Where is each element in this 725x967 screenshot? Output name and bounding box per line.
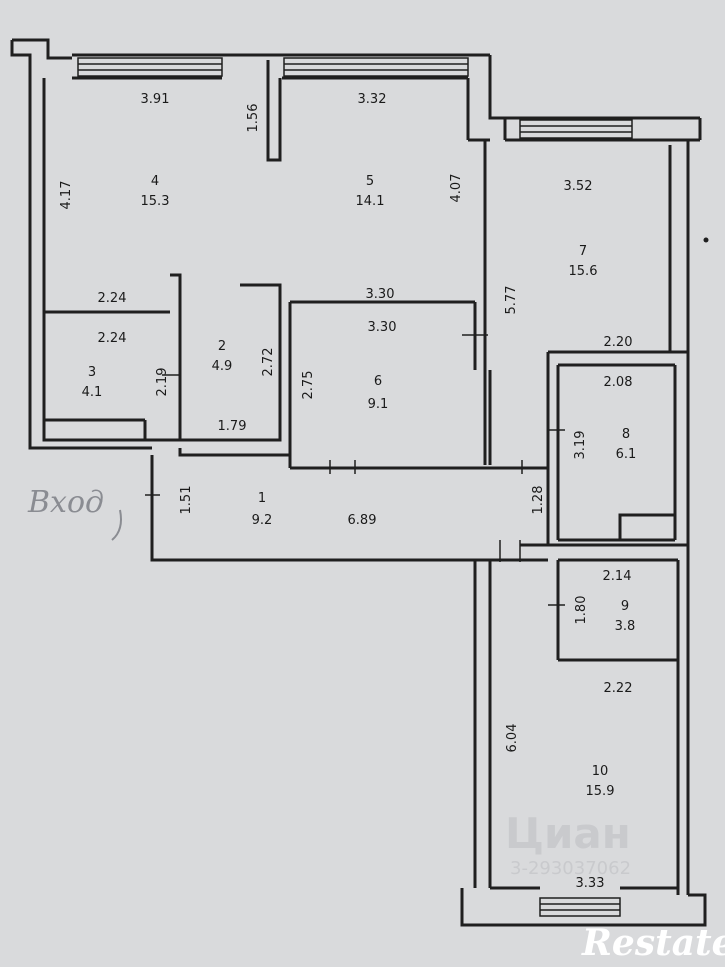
room-5-area: 14.1 [356,194,385,209]
room-3-area: 4.1 [82,385,103,400]
watermark-text: Циан [505,809,631,858]
dimension-label: 2.14 [603,569,632,584]
room-1-number: 1 [258,491,266,506]
room-8-area: 6.1 [616,447,637,462]
dimension-label: 3.52 [564,179,593,194]
room-9-number: 9 [621,599,629,614]
dimension-labels: 3.91 1.56 3.32 4.17 4.07 3.52 2.24 2.24 … [59,92,632,891]
dimension-label: 1.80 [574,596,589,625]
dimension-label: 3.19 [573,431,588,460]
dimension-label: 3.32 [358,92,387,107]
dot-mark [703,237,709,243]
dimension-label: 1.56 [246,104,261,133]
room-8-number: 8 [622,427,630,442]
dimension-label: 2.22 [604,681,633,696]
room-6-area: 9.1 [368,397,389,412]
room-2-number: 2 [218,339,226,354]
dimension-label: 2.24 [98,331,127,346]
dimension-label: 1.79 [218,419,247,434]
dimension-label: 5.77 [504,286,519,315]
dimension-label: 2.24 [98,291,127,306]
dimension-label: 1.51 [179,486,194,515]
dimension-label: 4.17 [59,181,74,210]
brand-logo: Restate [581,922,725,964]
room-7-number: 7 [579,244,587,259]
dimension-label: 3.91 [141,92,170,107]
entrance-tail [111,509,122,541]
dimension-label: 4.07 [449,174,464,203]
room-1-area: 9.2 [252,513,273,528]
room-6-number: 6 [374,374,382,389]
dimension-label: 2.72 [261,348,276,377]
room-2-area: 4.9 [212,359,233,374]
door-markers [145,334,565,606]
entrance-label: Вход [27,485,104,520]
dimension-label: 6.04 [505,724,520,753]
dimension-label: 3.30 [366,287,395,302]
windows [77,57,633,917]
brand-text: Restate [581,922,725,964]
walls [10,38,707,927]
room-labels: 1 9.2 2 4.9 3 4.1 4 15.3 5 14.1 6 9.1 7 … [82,174,637,799]
dimension-label: 2.08 [604,375,633,390]
dimension-label: 2.75 [301,371,316,400]
dimension-label: 3.30 [368,320,397,335]
dimension-label: 3.33 [576,876,605,891]
dimension-label: 1.28 [531,486,546,515]
room-10-area: 15.9 [586,784,615,799]
dimension-label: 2.19 [155,368,170,397]
room-4-number: 4 [151,174,159,189]
dimension-label: 6.89 [348,513,377,528]
room-7-area: 15.6 [569,264,598,279]
watermark-id: 3-293037062 [510,858,631,879]
room-5-number: 5 [366,174,374,189]
room-3-number: 3 [88,365,96,380]
room-10-number: 10 [592,764,609,779]
dimension-label: 2.20 [604,335,633,350]
room-4-area: 15.3 [141,194,170,209]
room-9-area: 3.8 [615,619,636,634]
